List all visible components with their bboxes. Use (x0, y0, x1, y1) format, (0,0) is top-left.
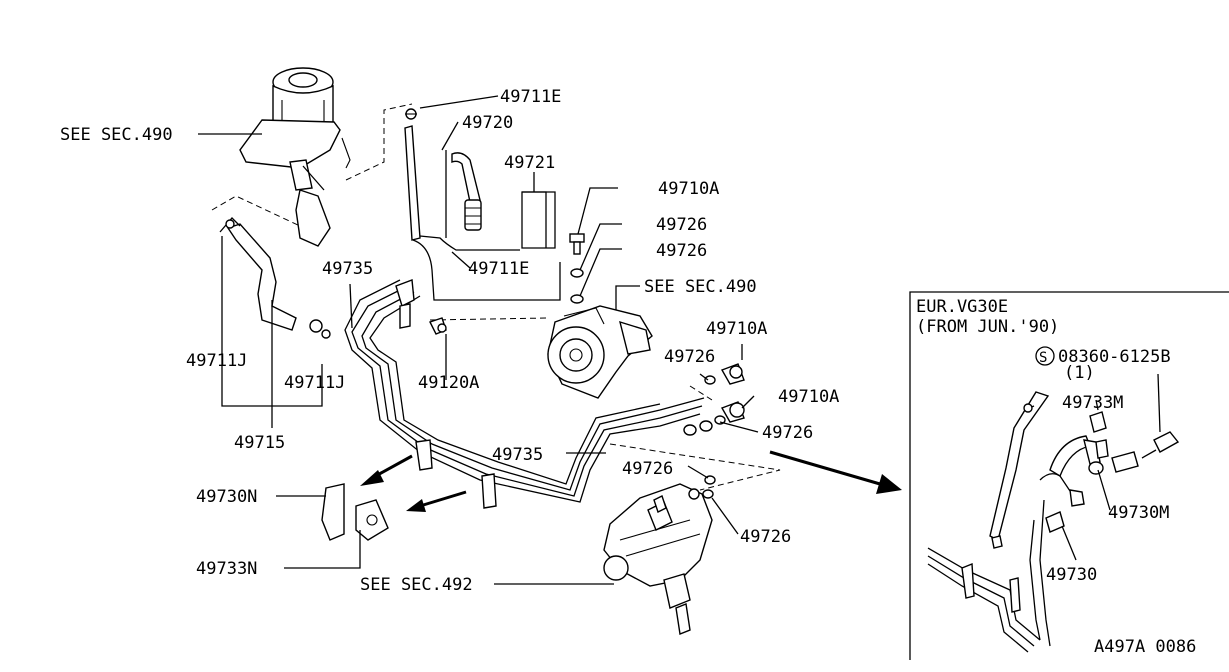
label-49711J-left: 49711J (186, 351, 247, 371)
callout-labels: SEE SEC.490 49711E 49720 49721 49710A 49… (60, 87, 839, 595)
screw-symbol-circle (1035, 346, 1055, 366)
bolt-49710A-2 (720, 363, 745, 385)
label-see-sec-490-top: SEE SEC.490 (60, 125, 173, 145)
power-steering-pump (547, 305, 653, 399)
label-49726-6: 49726 (740, 527, 791, 547)
inset-subtitle: (FROM JUN.'90) (916, 317, 1059, 337)
label-49726-4: 49726 (762, 423, 813, 443)
inset-label-49730M: 49730M (1108, 503, 1169, 523)
label-49733N: 49733N (196, 559, 257, 579)
label-49726-5: 49726 (622, 459, 673, 479)
inset-label-08360-6125B: 08360-6125B (1058, 347, 1171, 367)
bolt-49710A-1 (569, 233, 585, 255)
clamp-49711J-left (219, 217, 241, 233)
clamp-49733N (355, 499, 389, 541)
label-49721: 49721 (504, 153, 555, 173)
pipe-clamp-49735-top (395, 279, 415, 329)
suction-hose-49715 (226, 223, 297, 331)
label-49710A-2: 49710A (706, 319, 767, 339)
hose-49720 (404, 125, 482, 241)
leader-lines (198, 95, 759, 585)
label-49726-1: 49726 (656, 215, 707, 235)
washer-49726-2 (570, 294, 584, 304)
label-49735-mid: 49735 (492, 445, 543, 465)
inset-label-49730: 49730 (1046, 565, 1097, 585)
inset-label-49733M: 49733M (1062, 393, 1123, 413)
reservoir-tank (239, 67, 351, 247)
bolt-49710A-3 (720, 401, 745, 423)
label-49735-top: 49735 (322, 259, 373, 279)
label-49711E-top: 49711E (500, 87, 561, 107)
washer-49726-6 (702, 489, 714, 499)
label-see-sec-490-pump: SEE SEC.490 (644, 277, 757, 297)
clamp-49711E-top (405, 108, 417, 120)
label-49120A: 49120A (418, 373, 479, 393)
label-49710A-3: 49710A (778, 387, 839, 407)
figure-code: A497A 0086 (1094, 637, 1196, 657)
inset-title: EUR.VG30E (916, 297, 1008, 317)
label-49720: 49720 (462, 113, 513, 133)
steering-gear-box (603, 483, 713, 635)
label-see-sec-492: SEE SEC.492 (360, 575, 473, 595)
union-49120A (429, 317, 447, 380)
pipe-clamp-49735-mid (415, 439, 497, 509)
label-49711E-mid: 49711E (468, 259, 529, 279)
washer-49726-1 (570, 268, 584, 278)
inset-label-qty: (1) (1064, 363, 1095, 383)
screw-symbol: S (1039, 350, 1047, 366)
label-49730N: 49730N (196, 487, 257, 507)
washer-49726-3 (704, 375, 716, 385)
label-49726-3: 49726 (664, 347, 715, 367)
label-49710A-1: 49710A (658, 179, 719, 199)
label-49711J-right: 49711J (284, 373, 345, 393)
inset-eur-vg30e: EUR.VG30E (FROM JUN.'90) S 08360-6125B (… (909, 291, 1229, 660)
label-49715: 49715 (234, 433, 285, 453)
clamp-49730N (321, 483, 345, 541)
label-49726-2: 49726 (656, 241, 707, 261)
clamp-49711J-right (309, 319, 331, 339)
